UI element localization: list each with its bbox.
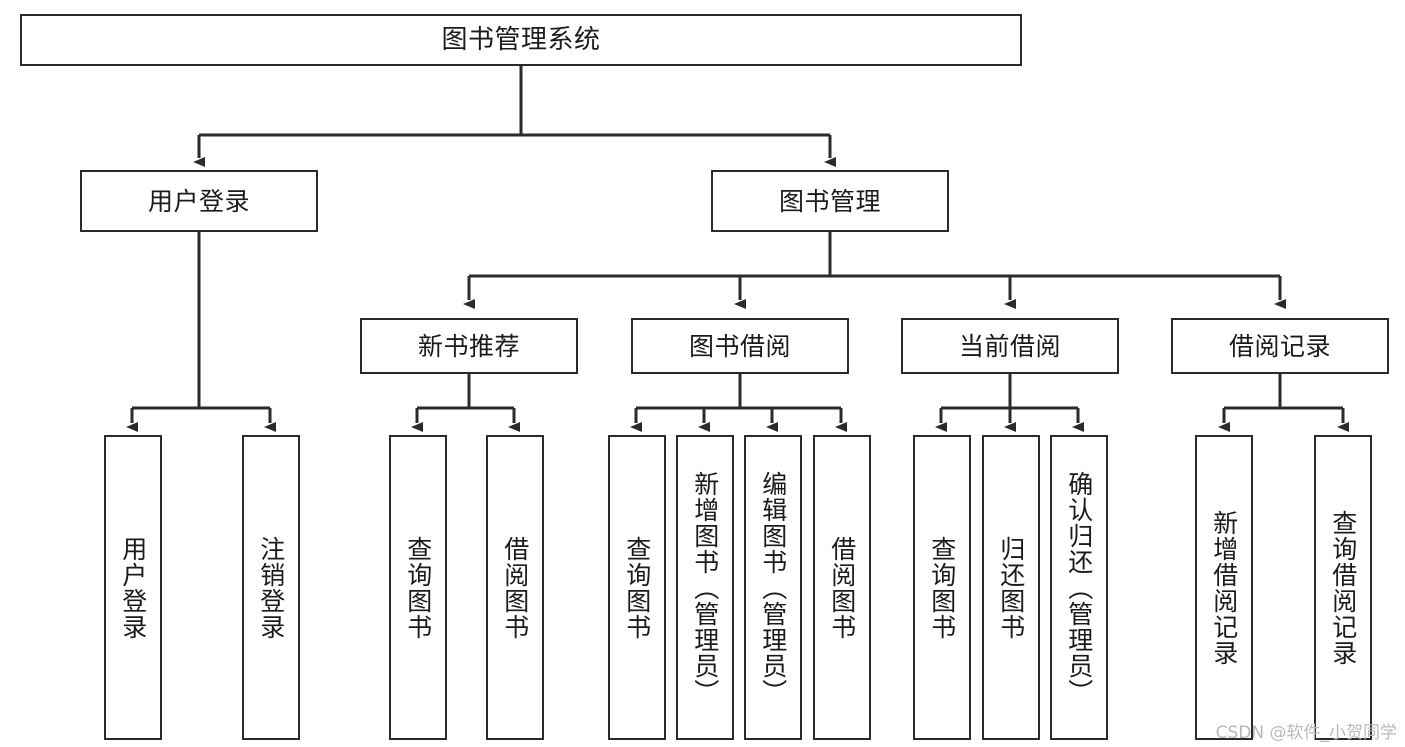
node-label: 新书推荐 <box>417 331 520 361</box>
leaf-current-query-book[interactable]: 查询图书 <box>913 435 971 740</box>
leaf-borrow-add-book-admin[interactable]: 新增图书（管理员） <box>676 435 734 740</box>
node-borrow-record[interactable]: 借阅记录 <box>1171 318 1389 374</box>
node-label: 借阅图书 <box>827 535 857 640</box>
leaf-recommend-query-book[interactable]: 查询图书 <box>389 435 447 740</box>
leaf-user-logout[interactable]: 注销登录 <box>242 435 300 740</box>
node-root-system[interactable]: 图书管理系统 <box>20 14 1022 66</box>
leaf-record-query-record[interactable]: 查询借阅记录 <box>1314 435 1372 740</box>
node-label: 新增图书（管理员） <box>690 470 720 705</box>
node-label: 用户登录 <box>118 535 148 640</box>
leaf-user-login[interactable]: 用户登录 <box>104 435 162 740</box>
node-label: 编辑图书（管理员） <box>758 470 788 705</box>
watermark: CSDN @软件_小贺同学 <box>1215 723 1397 743</box>
node-label: 图书借阅 <box>688 331 791 361</box>
leaf-current-confirm-return-admin[interactable]: 确认归还（管理员） <box>1050 435 1108 740</box>
node-label: 查询图书 <box>927 535 957 640</box>
node-label: 借阅图书 <box>500 535 530 640</box>
node-label: 归还图书 <box>996 535 1026 640</box>
leaf-recommend-borrow-book[interactable]: 借阅图书 <box>486 435 544 740</box>
node-label: 确认归还（管理员） <box>1064 470 1094 705</box>
node-label: 图书管理 <box>778 186 881 216</box>
node-current-borrow[interactable]: 当前借阅 <box>901 318 1119 374</box>
node-book-management[interactable]: 图书管理 <box>711 170 949 232</box>
node-label: 查询借阅记录 <box>1328 509 1358 666</box>
leaf-record-add-record[interactable]: 新增借阅记录 <box>1195 435 1253 740</box>
leaf-borrow-query-book[interactable]: 查询图书 <box>608 435 666 740</box>
node-label: 图书管理系统 <box>441 24 601 55</box>
leaf-borrow-borrow-book[interactable]: 借阅图书 <box>813 435 871 740</box>
leaf-borrow-edit-book-admin[interactable]: 编辑图书（管理员） <box>744 435 802 740</box>
node-label: 借阅记录 <box>1228 331 1331 361</box>
node-label: 查询图书 <box>622 535 652 640</box>
node-label: 用户登录 <box>147 186 250 216</box>
node-label: 注销登录 <box>256 535 286 640</box>
node-new-book-recommend[interactable]: 新书推荐 <box>360 318 578 374</box>
node-label: 当前借阅 <box>958 331 1061 361</box>
leaf-current-return-book[interactable]: 归还图书 <box>982 435 1040 740</box>
node-book-borrow[interactable]: 图书借阅 <box>631 318 849 374</box>
node-label: 新增借阅记录 <box>1209 509 1239 666</box>
node-user-login[interactable]: 用户登录 <box>80 170 318 232</box>
node-label: 查询图书 <box>403 535 433 640</box>
